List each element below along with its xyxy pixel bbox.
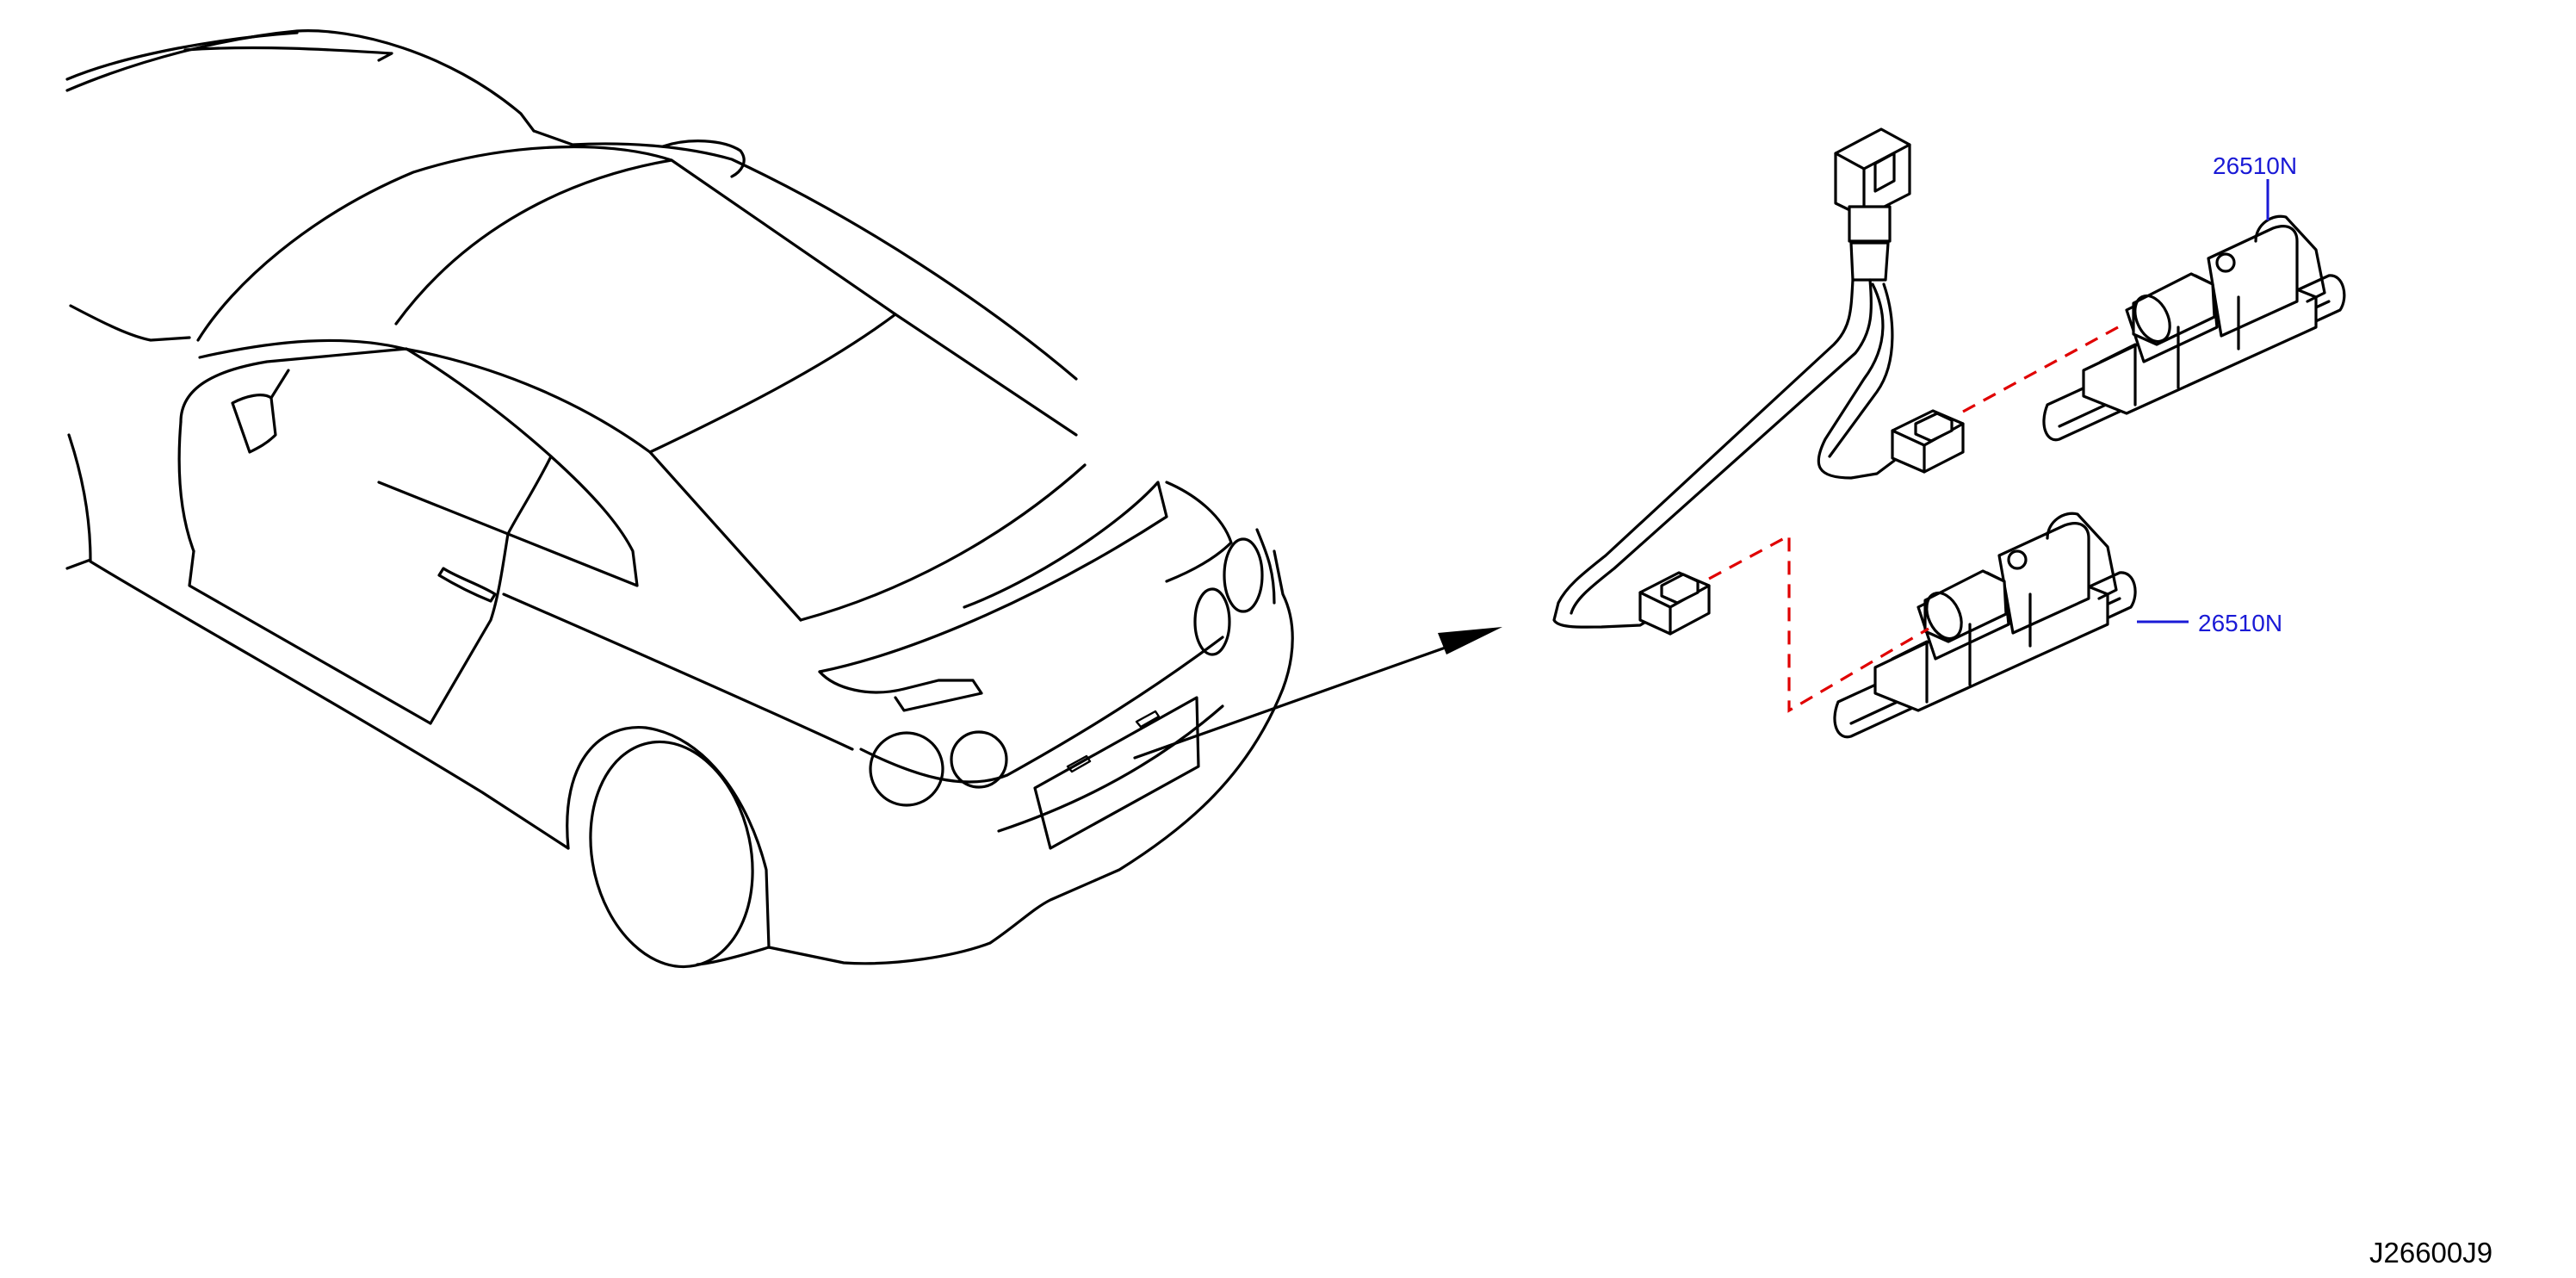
diagram-code: J26600J9 xyxy=(2369,1237,2492,1269)
license-lamp-lower xyxy=(1833,512,2137,739)
part-number-label[interactable]: 26510N xyxy=(2213,152,2297,179)
license-lamp-upper xyxy=(2042,214,2346,442)
wire-harness xyxy=(1552,127,1965,636)
part-number-label[interactable]: 26510N xyxy=(2198,610,2282,636)
callout-upper: 26510N xyxy=(2213,152,2297,220)
car-rear-illustration xyxy=(65,29,1294,969)
callout-lower: 26510N xyxy=(2137,610,2282,636)
connector-guide-lines xyxy=(1708,326,2119,713)
location-arrow xyxy=(1133,627,1502,760)
